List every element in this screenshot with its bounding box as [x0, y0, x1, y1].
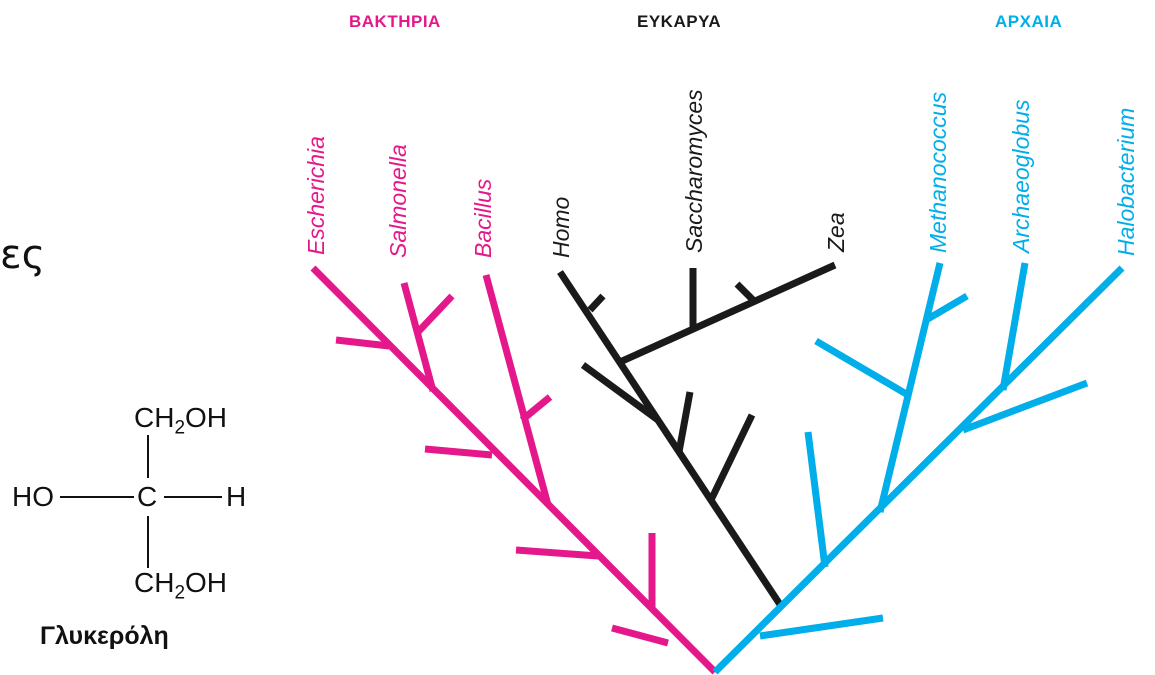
- bacteria-stub: [335, 336, 390, 350]
- archaea-methanococcus-branch: [876, 262, 944, 513]
- top-ch: CH: [134, 402, 175, 433]
- archaea-main-trunk: [712, 265, 1125, 675]
- glycerol-center-atom: C: [137, 481, 158, 512]
- bacteria-stub: [519, 394, 553, 423]
- top-oh: OH: [185, 402, 228, 433]
- species-saccharomyces: Saccharomyces: [681, 89, 707, 253]
- bottom-ch: CH: [134, 567, 175, 598]
- eukarya-stub: [675, 391, 694, 453]
- eukarya-stub: [734, 281, 756, 303]
- species-bacillus: Bacillus: [470, 178, 496, 258]
- glycerol-right-atom: H: [226, 481, 247, 512]
- archaea-archaeoglobus-branch: [999, 262, 1029, 391]
- eukarya-main-trunk: [557, 270, 784, 608]
- archaea-stub: [814, 337, 910, 399]
- bacteria-stub: [415, 293, 455, 335]
- bacteria-branches: [310, 265, 718, 675]
- eukarya-group-label: ΕΥΚΑΡΥΑ: [637, 12, 722, 31]
- glycerol-top-group: CH2OH: [134, 402, 227, 440]
- archaea-branches: [712, 262, 1125, 675]
- archaea-stub: [961, 379, 1089, 434]
- bottom-subscript: 2: [174, 582, 186, 604]
- species-archaeoglobus: Archaeoglobus: [1008, 99, 1034, 253]
- species-zea: Zea: [823, 212, 849, 252]
- species-escherichia: Escherichia: [303, 136, 329, 255]
- bacteria-stub: [515, 546, 599, 560]
- bacteria-salmonella-branch: [400, 282, 437, 392]
- cropped-text-fragment: ες: [0, 232, 46, 278]
- species-homo: Homo: [548, 196, 574, 258]
- archaea-stub: [759, 614, 884, 640]
- species-salmonella: Salmonella: [385, 144, 411, 258]
- glycerol-bottom-group: CH2OH: [134, 567, 227, 605]
- bacteria-main-trunk: [310, 265, 718, 675]
- eukarya-stub: [587, 293, 606, 313]
- bacteria-stub: [424, 445, 493, 459]
- bacteria-group-label: ΒΑΚΤΗΡΙΑ: [349, 12, 441, 31]
- bacteria-stub: [611, 624, 669, 647]
- top-subscript: 2: [174, 417, 186, 439]
- eukarya-stub: [707, 413, 756, 502]
- species-halobacterium: Halobacterium: [1113, 107, 1139, 256]
- archaea-group-label: ΑΡΧΑΙΑ: [995, 12, 1063, 31]
- glycerol-caption: Γλυκερόλη: [40, 622, 169, 650]
- eukarya-branches: [557, 261, 837, 608]
- glycerol-bonds: [60, 435, 222, 568]
- eukarya-zea-branch: [618, 261, 837, 366]
- archaea-stub: [804, 431, 829, 568]
- bacteria-bacillus-branch: [482, 274, 552, 506]
- bottom-oh: OH: [185, 567, 228, 598]
- eukarya-stub: [580, 362, 661, 423]
- species-methanococcus: Methanococcus: [925, 91, 951, 253]
- archaea-stub: [924, 292, 969, 324]
- glycerol-left-group: HO: [12, 481, 54, 512]
